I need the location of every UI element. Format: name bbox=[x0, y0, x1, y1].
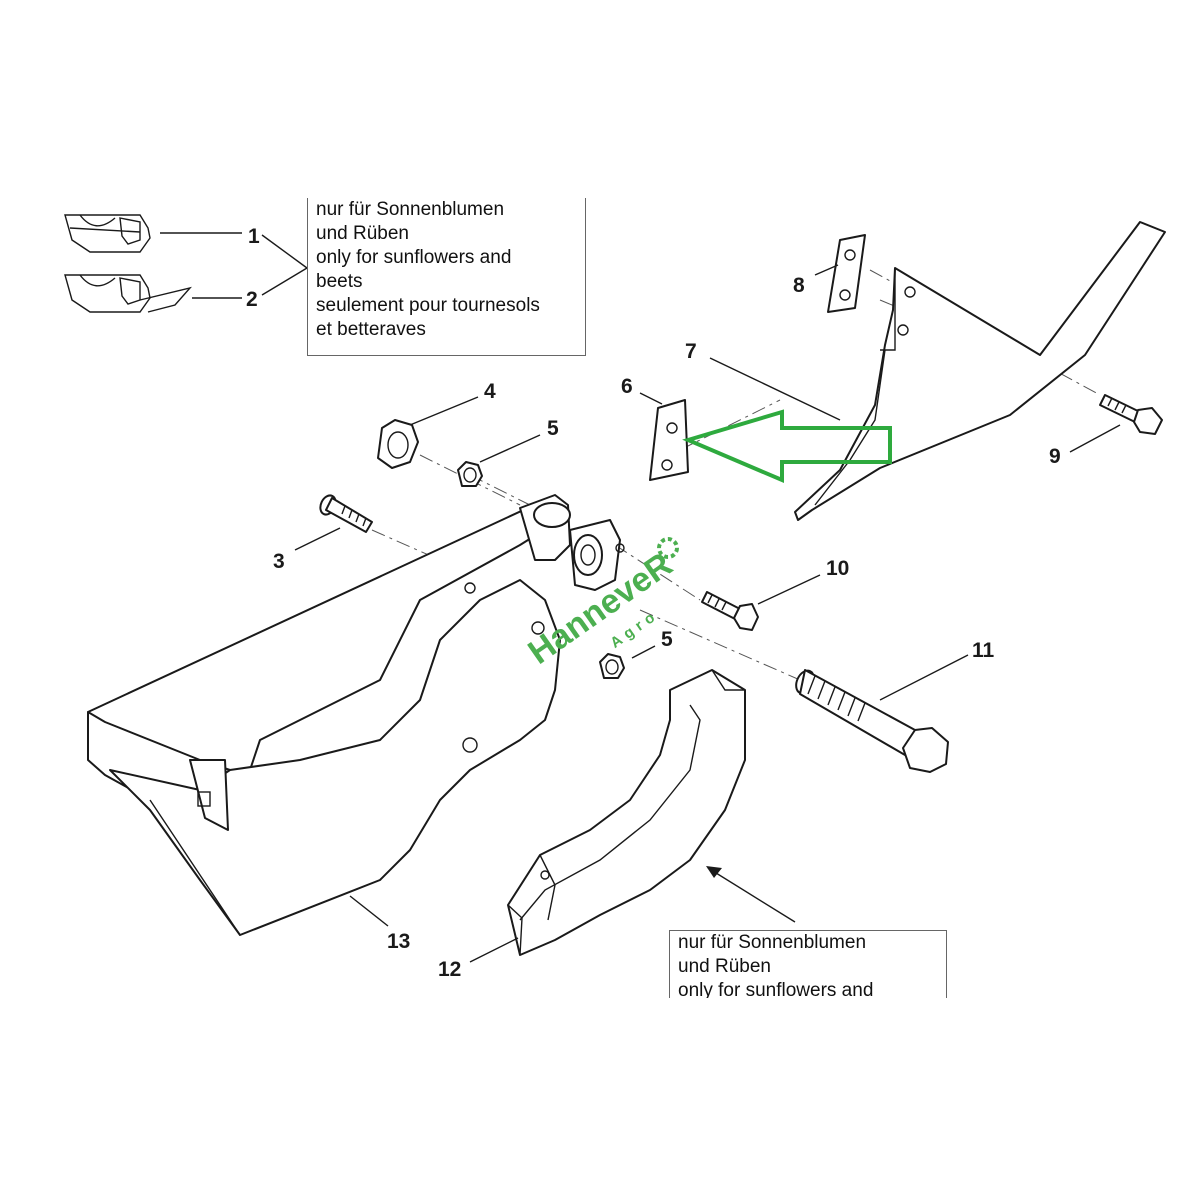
note-line: seulement pour tournesols bbox=[316, 295, 540, 316]
label-6: 6 bbox=[621, 375, 633, 398]
label-9: 9 bbox=[1049, 445, 1061, 468]
note-line: und Rüben bbox=[678, 956, 771, 977]
note-sunflowers-beets-top: nur für Sonnenblumen und Rüben only for … bbox=[307, 198, 586, 356]
nut-part-4 bbox=[377, 419, 419, 469]
note-line: und Rüben bbox=[316, 223, 409, 244]
label-12: 12 bbox=[438, 958, 461, 981]
leader-lines bbox=[160, 232, 1121, 963]
label-7: 7 bbox=[685, 340, 697, 363]
bolt-part-10 bbox=[701, 591, 759, 631]
label-1: 1 bbox=[248, 225, 260, 248]
label-5b: 5 bbox=[661, 628, 673, 651]
note-line: only for sunflowers and bbox=[316, 247, 512, 268]
label-4: 4 bbox=[484, 380, 496, 403]
label-5a: 5 bbox=[547, 417, 559, 440]
share-blade-part-7 bbox=[794, 221, 1166, 521]
thumbnail-variant-1 bbox=[64, 214, 151, 253]
note-line: beets bbox=[316, 271, 363, 292]
bolt-part-11 bbox=[795, 669, 949, 773]
bolt-part-3 bbox=[319, 494, 373, 533]
note-line: et betteraves bbox=[316, 319, 426, 340]
note-sunflowers-beets-bottom: nur für Sonnenblumen und Rüben only for … bbox=[669, 930, 947, 998]
nut-part-5-lower bbox=[599, 653, 625, 679]
note-line: only for sunflowers and bbox=[678, 980, 874, 998]
label-13: 13 bbox=[387, 930, 410, 953]
label-8: 8 bbox=[793, 274, 805, 297]
plate-part-6 bbox=[649, 399, 689, 481]
runner-part-12 bbox=[507, 669, 746, 956]
highlight-arrow bbox=[682, 409, 892, 484]
label-11: 11 bbox=[972, 639, 995, 662]
bolt-part-9 bbox=[1099, 394, 1163, 435]
housing-part-13 bbox=[87, 494, 625, 936]
note-line: nur für Sonnenblumen bbox=[316, 199, 505, 220]
nut-part-5-upper bbox=[457, 461, 483, 487]
label-3: 3 bbox=[273, 550, 285, 573]
label-10: 10 bbox=[826, 557, 849, 580]
label-2: 2 bbox=[246, 288, 258, 311]
note-line: nur für Sonnenblumen bbox=[678, 932, 867, 953]
part-labels: 1 2 3 4 5 5 6 7 8 9 10 11 12 13 bbox=[246, 225, 1061, 981]
thumbnail-variant-2 bbox=[64, 274, 192, 313]
gear-icon bbox=[657, 537, 679, 559]
plate-part-8 bbox=[827, 234, 866, 313]
